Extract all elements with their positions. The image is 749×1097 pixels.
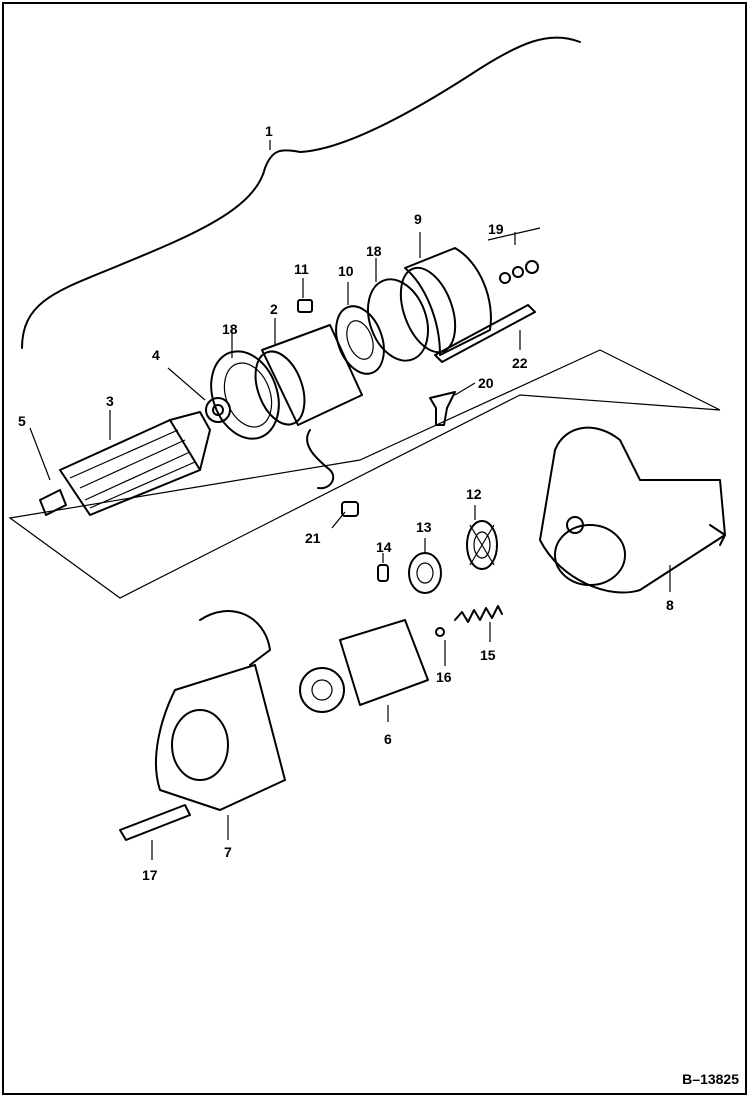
callout-19: 19 bbox=[488, 221, 504, 237]
callout-22: 22 bbox=[512, 355, 528, 371]
through-bolt bbox=[434, 304, 536, 363]
armature bbox=[39, 411, 211, 516]
callout-7: 7 bbox=[224, 844, 232, 860]
gear-12 bbox=[466, 520, 498, 570]
callout-20: 20 bbox=[478, 375, 494, 391]
seal-ring-left bbox=[210, 350, 280, 440]
spring-15 bbox=[454, 605, 503, 623]
callout-13: 13 bbox=[416, 519, 432, 535]
callout-2: 2 bbox=[270, 301, 278, 317]
pin-14 bbox=[377, 564, 389, 582]
assembly-brace bbox=[21, 36, 581, 349]
callout-15: 15 bbox=[480, 647, 496, 663]
screw-20 bbox=[429, 391, 456, 426]
callout-11: 11 bbox=[294, 261, 309, 277]
callout-6: 6 bbox=[384, 731, 392, 747]
callout-3: 3 bbox=[106, 393, 114, 409]
subassembly-outline bbox=[8, 349, 721, 599]
nut-11 bbox=[297, 299, 313, 313]
drive-end-housing bbox=[154, 610, 286, 811]
carrier-13 bbox=[408, 552, 442, 594]
callout-9: 9 bbox=[414, 211, 422, 227]
field-frame bbox=[254, 324, 363, 490]
gear-housing bbox=[539, 426, 726, 594]
nut-21 bbox=[341, 501, 359, 517]
seal-ring-right bbox=[367, 278, 429, 362]
callout-14: 14 bbox=[376, 539, 392, 555]
drive-pinion bbox=[299, 619, 429, 713]
callout-17: 17 bbox=[142, 867, 158, 883]
callout-4: 4 bbox=[152, 347, 160, 363]
leader-lines bbox=[29, 140, 671, 860]
brush-holder bbox=[335, 305, 385, 375]
callout-18-left: 18 bbox=[222, 321, 238, 337]
callout-5: 5 bbox=[18, 413, 26, 429]
ball-16 bbox=[435, 627, 445, 637]
figure-id: B–13825 bbox=[682, 1071, 739, 1087]
mounting-bolt bbox=[119, 804, 191, 841]
callout-1: 1 bbox=[265, 123, 273, 139]
callout-16: 16 bbox=[436, 669, 452, 685]
callout-18-right: 18 bbox=[366, 243, 382, 259]
callout-10: 10 bbox=[338, 263, 354, 279]
washer-set bbox=[499, 260, 539, 284]
callout-8: 8 bbox=[666, 597, 674, 613]
callout-21: 21 bbox=[305, 530, 321, 546]
callout-12: 12 bbox=[466, 486, 482, 502]
